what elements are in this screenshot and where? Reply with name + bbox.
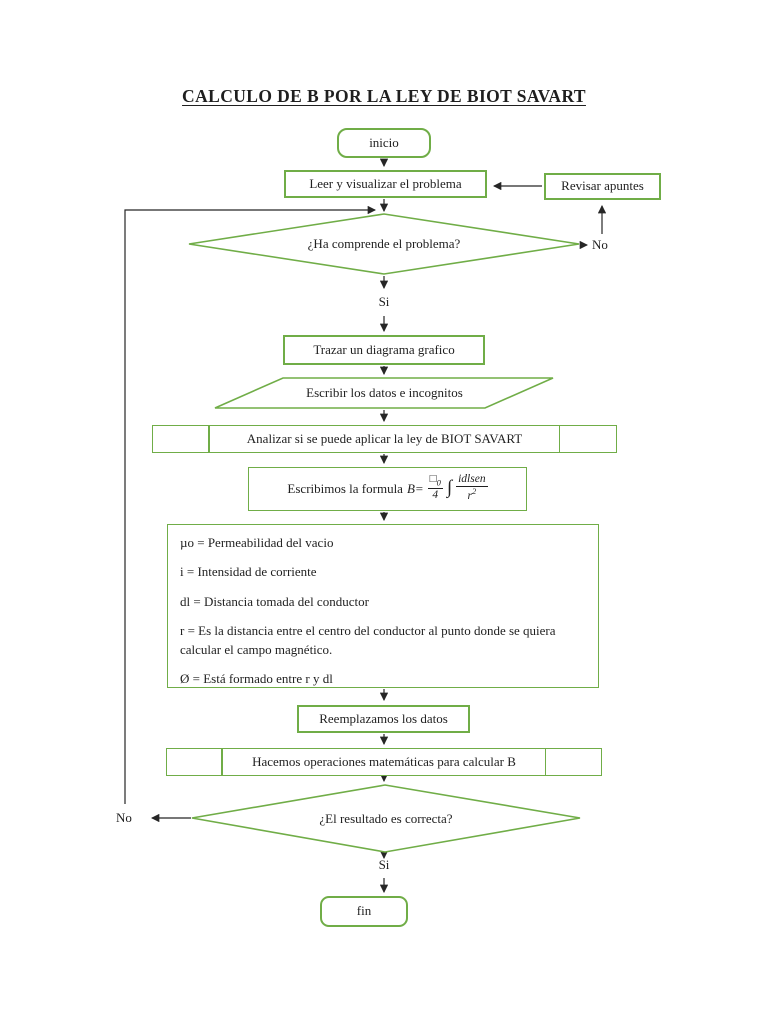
definitions-box: µo = Permeabilidad del vacio i = Intensi… (167, 524, 599, 688)
formula-intro: Escribimos la formula (287, 481, 403, 496)
node-analizar-label: Analizar si se puede aplicar la ley de B… (246, 430, 523, 446)
formula-frac1-num: □0 (427, 473, 443, 490)
node-leer-label: Leer y visualizar el problema (309, 175, 462, 191)
formula-frac2-den: r2 (467, 486, 477, 502)
edge-label-si2: Si (378, 857, 390, 872)
node-escribir-label: Escribir los datos e incognitos (306, 385, 463, 400)
node-inicio-label: inicio (369, 134, 399, 150)
node-decision1: ¿Ha comprende el problema? (187, 213, 581, 275)
node-operaciones-label: Hacemos operaciones matemáticas para cal… (252, 753, 516, 769)
formula-frac2-num: idlsen (456, 473, 488, 488)
node-fin: fin (320, 896, 408, 927)
page-title: CALCULO DE B POR LA LEY DE BIOT SAVART (182, 86, 586, 106)
node-revisar: Revisar apuntes (544, 173, 661, 200)
node-decision2: ¿El resultado es correcta? (190, 784, 582, 853)
node-formula: Escribimos la formula B= □0 4 ∫ idlsen r… (248, 467, 527, 511)
operaciones-inner-line-right (544, 749, 546, 775)
formula-fraction-idlsen-over-r2: idlsen r2 (456, 473, 488, 503)
escribir-parallelogram (214, 377, 554, 409)
node-inicio: inicio (337, 128, 431, 158)
edge-label-si1: Si (378, 294, 390, 309)
node-escribir: Escribir los datos e incognitos (214, 377, 555, 409)
node-reemplazar-label: Reemplazamos los datos (319, 710, 448, 726)
node-leer: Leer y visualizar el problema (284, 170, 487, 198)
feedback-line-no2 (124, 205, 377, 804)
decision1-diamond (188, 213, 580, 275)
definition-mu0: µo = Permeabilidad del vacio (180, 535, 334, 550)
definition-r: r = Es la distancia entre el centro del … (180, 623, 556, 657)
decision2-diamond (191, 784, 581, 853)
node-analizar: Analizar si se puede aplicar la ley de B… (152, 425, 617, 453)
node-revisar-label: Revisar apuntes (561, 178, 644, 194)
analizar-inner-line-left (208, 426, 210, 452)
node-reemplazar: Reemplazamos los datos (297, 705, 470, 733)
node-decision2-label: ¿El resultado es correcta? (319, 810, 453, 826)
node-fin-label: fin (356, 903, 372, 919)
node-decision1-label: ¿Ha comprende el problema? (307, 236, 461, 251)
node-trazar: Trazar un diagrama grafico (283, 335, 485, 365)
definition-i: i = Intensidad de corriente (180, 564, 317, 580)
node-trazar-label: Trazar un diagrama grafico (313, 341, 455, 357)
operaciones-inner-line-left (221, 749, 223, 775)
analizar-inner-line-right (558, 426, 560, 452)
integral-sign: ∫ (446, 477, 453, 498)
definition-phi: Ø = Está formado entre r y dl (180, 671, 333, 687)
edge-label-no1: No (592, 237, 608, 252)
formula-frac1-den: 4 (432, 489, 439, 502)
definition-dl: dl = Distancia tomada del conductor (180, 593, 369, 609)
formula-lhs: B= (406, 481, 424, 496)
node-operaciones: Hacemos operaciones matemáticas para cal… (166, 748, 602, 776)
edge-label-no2: No (116, 810, 132, 825)
formula-fraction-mu0-over-4: □0 4 (427, 473, 443, 502)
